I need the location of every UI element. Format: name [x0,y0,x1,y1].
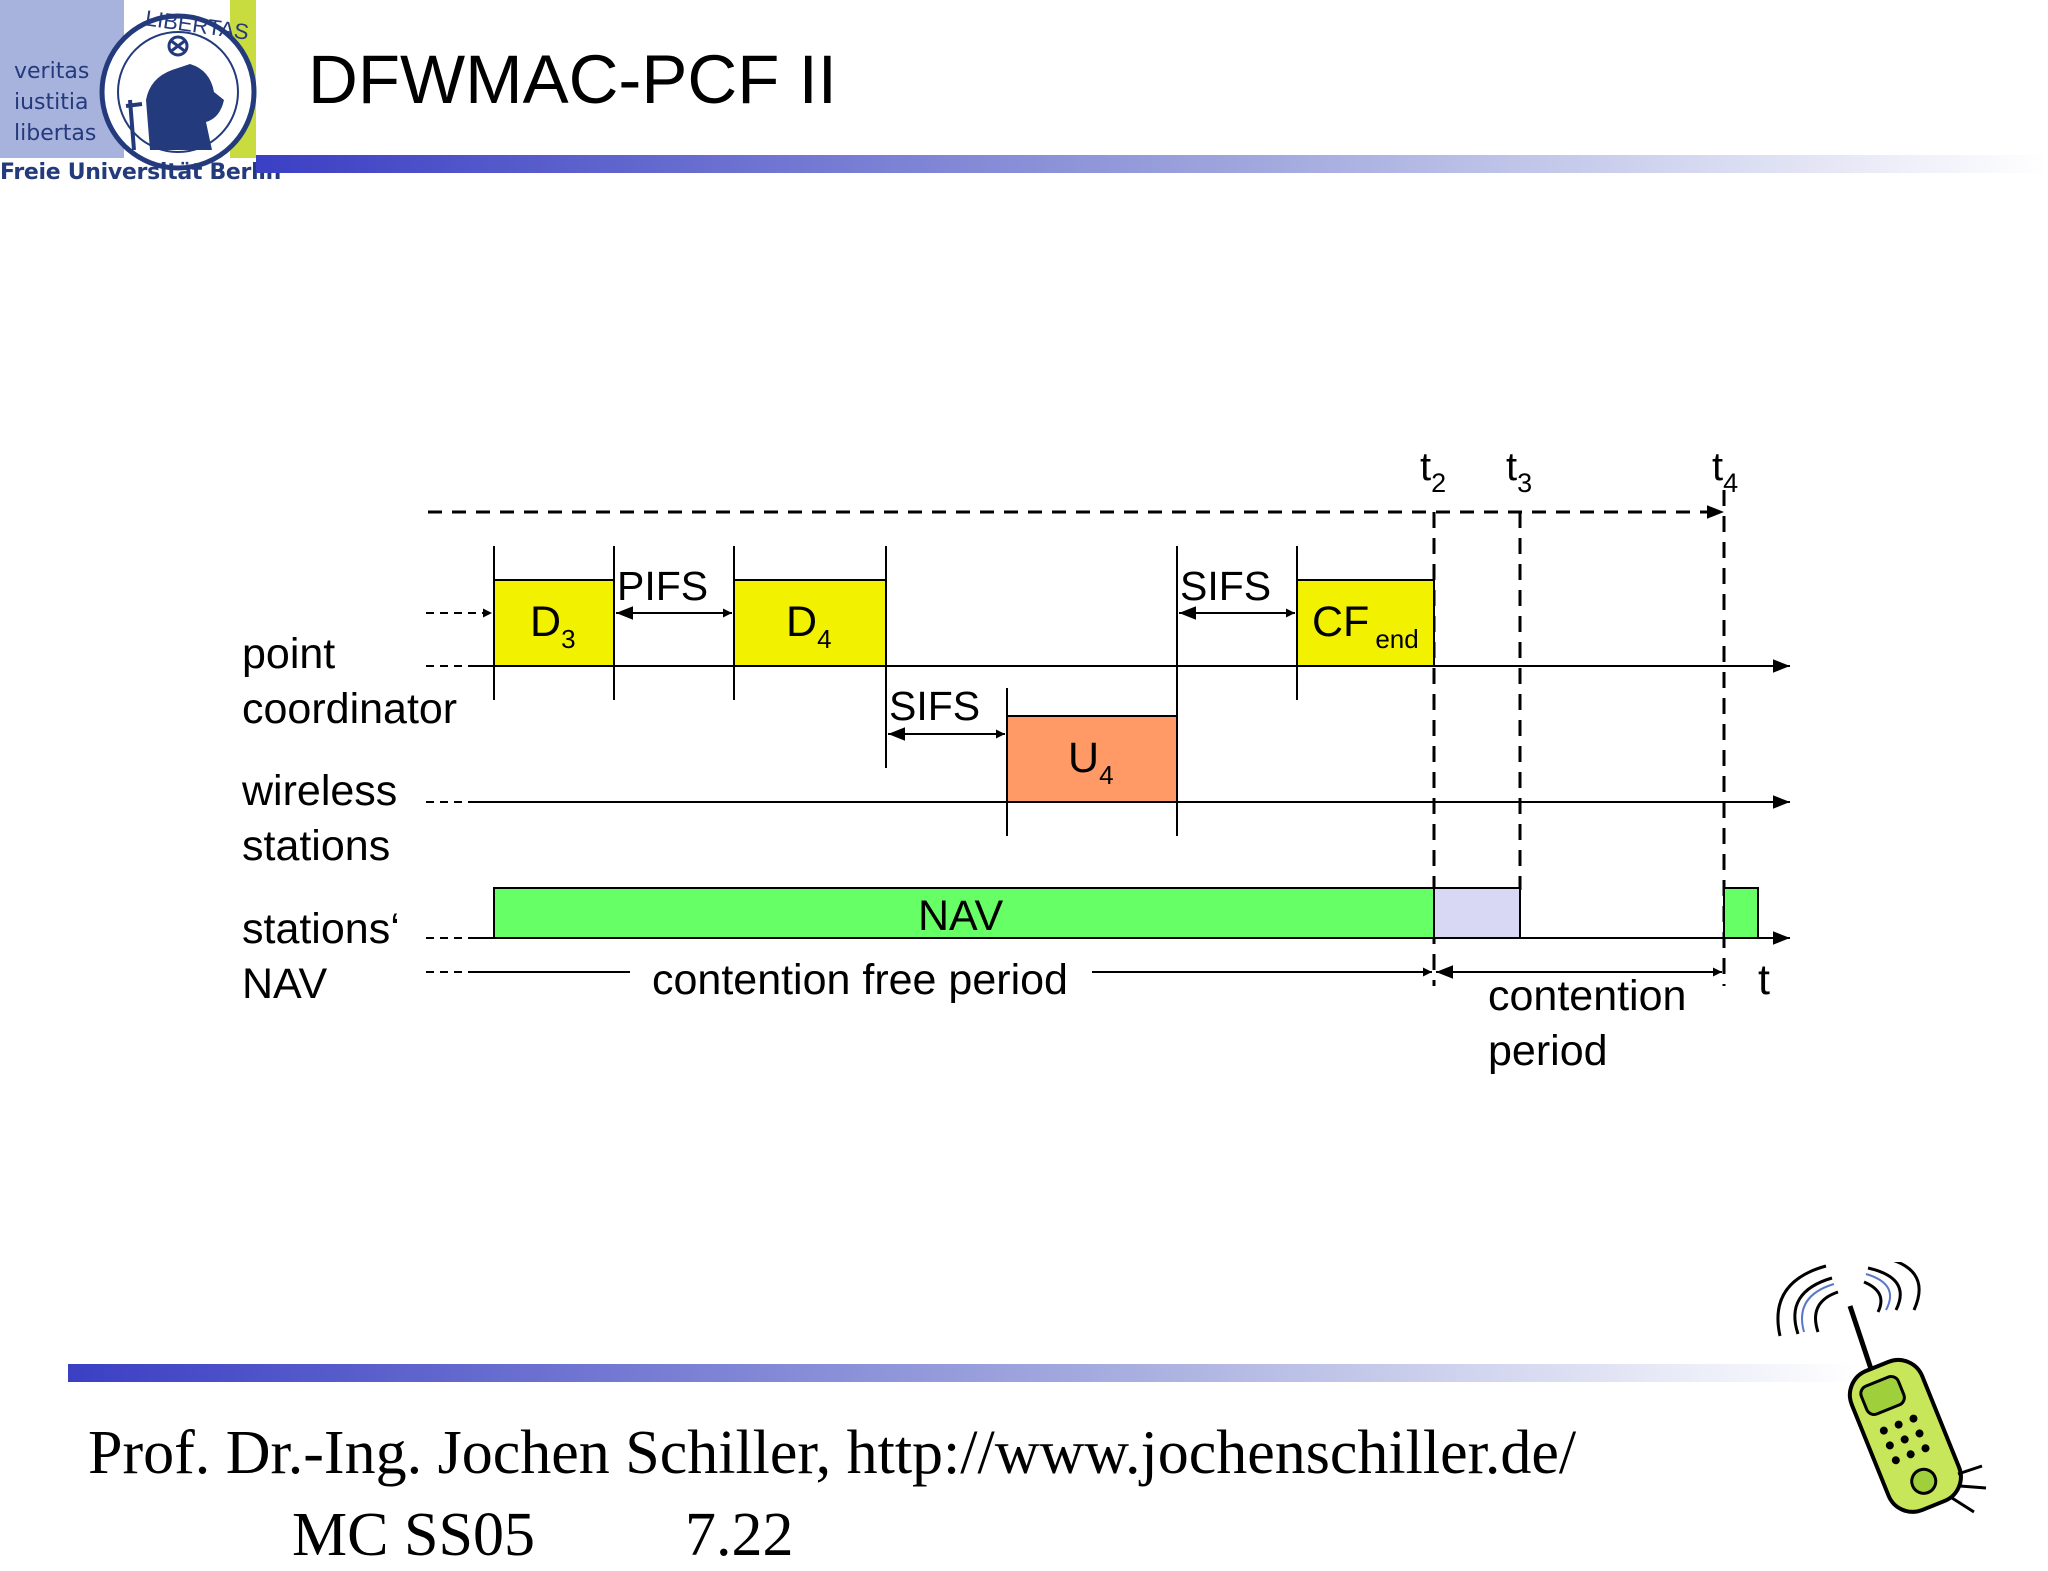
seal-icon [99,13,257,171]
sifs-label-2: SIFS [1180,563,1271,609]
mobile-phone-icon [1776,1262,1987,1514]
row-label-stations-nav: stations‘NAV [242,905,400,1008]
logo-motto: veritas iustitia libertas [14,56,96,149]
time-mark-t3: t3 [1506,445,1532,498]
pifs-label: PIFS [617,563,708,609]
frame-d3 [493,579,615,667]
slide-title: DFWMAC-PCF II [308,41,837,118]
frame-u4-label: U4 [1068,734,1114,790]
frame-d4-label: D4 [786,598,832,654]
motto-line: libertas [14,121,97,146]
motto-line: iustitia [14,90,89,115]
footer-page: 7.22 [684,1501,794,1569]
time-mark-t2: t2 [1420,445,1446,498]
next-nav-bar [1723,887,1759,939]
university-logo: LIBERTAS veritas iustitia libertas Freie… [0,0,281,186]
frame-d3-label: D3 [530,598,576,654]
frame-boundary-ticks [493,546,1298,836]
motto-line: veritas [14,59,90,84]
nav-label: NAV [918,892,1004,940]
contention-free-period-label: contention free period [652,956,1068,1004]
time-axis-label: t [1758,956,1770,1004]
time-mark-t4: t4 [1712,445,1738,498]
sifs-label-1: SIFS [889,683,980,729]
footer-author: Prof. Dr.-Ing. Jochen Schiller, http://w… [88,1419,1577,1487]
university-name: Freie Universität Berlin [0,160,281,185]
footer-course: MC SS05 [292,1501,535,1569]
logo-graphic: LIBERTAS [0,0,257,171]
contention-window-bar [1433,887,1521,939]
